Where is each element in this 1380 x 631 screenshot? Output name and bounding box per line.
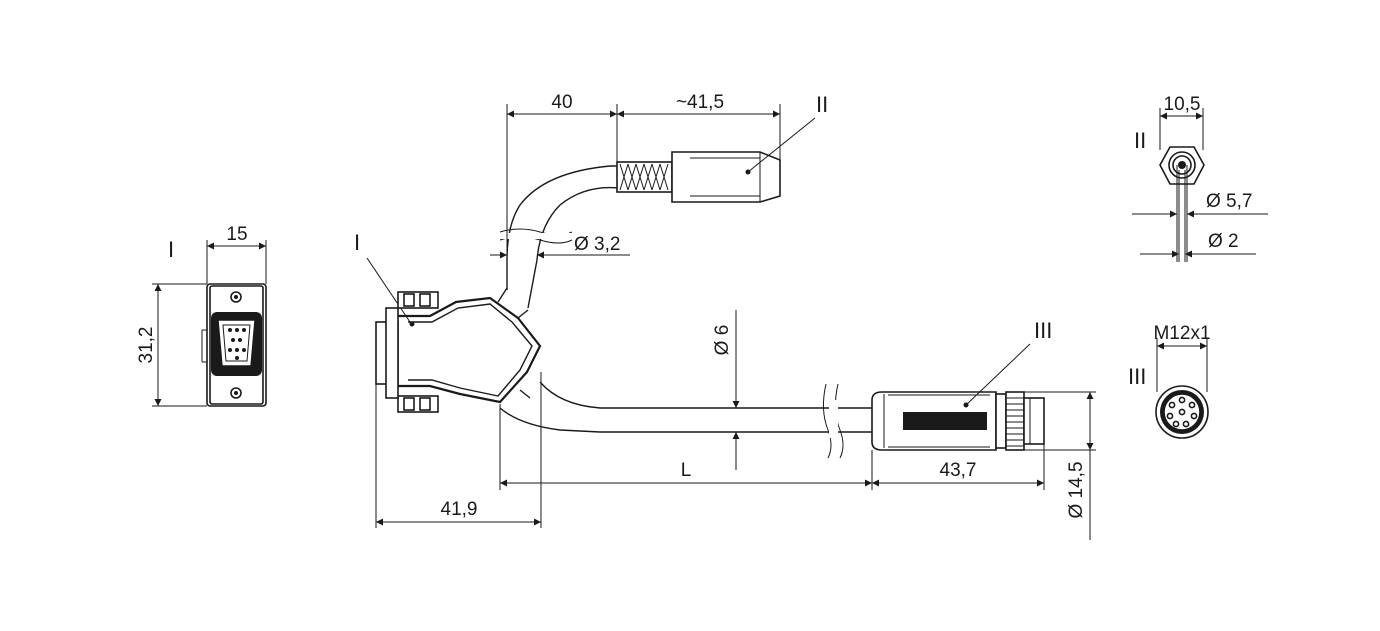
knurl-connector-2 — [619, 163, 669, 191]
dim-body-depth: 41,9 — [441, 499, 478, 520]
knurl-connector-3 — [1006, 397, 1024, 447]
dsub-pins — [228, 328, 246, 360]
dim-end-outer-dia: Ø 5,7 — [1206, 191, 1252, 212]
dim-cable-small-dia: Ø 3,2 — [574, 234, 620, 255]
dim-m12-diameter: Ø 14,5 — [1024, 391, 1096, 540]
leader-connector-1 — [366, 257, 413, 326]
cable-branch-2: II — [499, 92, 828, 309]
label-connector-1-front: I — [168, 237, 174, 262]
dims-top: 40 ~41,5 — [506, 92, 781, 290]
dim-branch-length: ~41,5 — [676, 92, 724, 113]
dim-branch-offset: 40 — [551, 92, 572, 113]
side-view-connector-1: I — [354, 230, 542, 413]
leader-connector-3 — [965, 343, 1031, 406]
end-view-connector-3: III M12x1 — [1128, 323, 1211, 439]
leader-connector-2 — [747, 117, 816, 173]
cable-main: BALLUFF III — [499, 318, 1052, 459]
dims-bottom: L 43,7 41,9 — [375, 372, 1045, 528]
dim-thread: M12x1 — [1153, 323, 1210, 344]
dim-front-height: 31,2 — [136, 327, 157, 364]
dim-m12-dia: Ø 14,5 — [1066, 461, 1087, 518]
dim-small-cable-diameter: Ø 3,2 — [490, 234, 630, 259]
dim-cable-length: L — [681, 460, 692, 481]
front-view-connector-1: I 15 31,2 — [136, 224, 267, 407]
label-connector-2-end: II — [1134, 128, 1146, 153]
label-connector-1-side: I — [354, 230, 360, 255]
dim-cable-main-dia: Ø 6 — [712, 325, 733, 356]
dim-end-inner-dia: Ø 2 — [1208, 231, 1239, 252]
label-connector-3-end: III — [1128, 364, 1146, 389]
end-view-connector-2: II 10,5 Ø 5,7 Ø 2 — [1132, 94, 1268, 262]
label-connector-3: III — [1034, 318, 1052, 343]
dim-main-cable-diameter: Ø 6 — [712, 310, 740, 470]
dim-front-width: 15 — [226, 224, 247, 245]
m12-pins — [1166, 396, 1198, 428]
dim-end-width: 10,5 — [1164, 94, 1201, 115]
dim-m12-length: 43,7 — [940, 460, 977, 481]
label-connector-2: II — [816, 92, 828, 117]
brand-logo: BALLUFF — [916, 415, 975, 429]
